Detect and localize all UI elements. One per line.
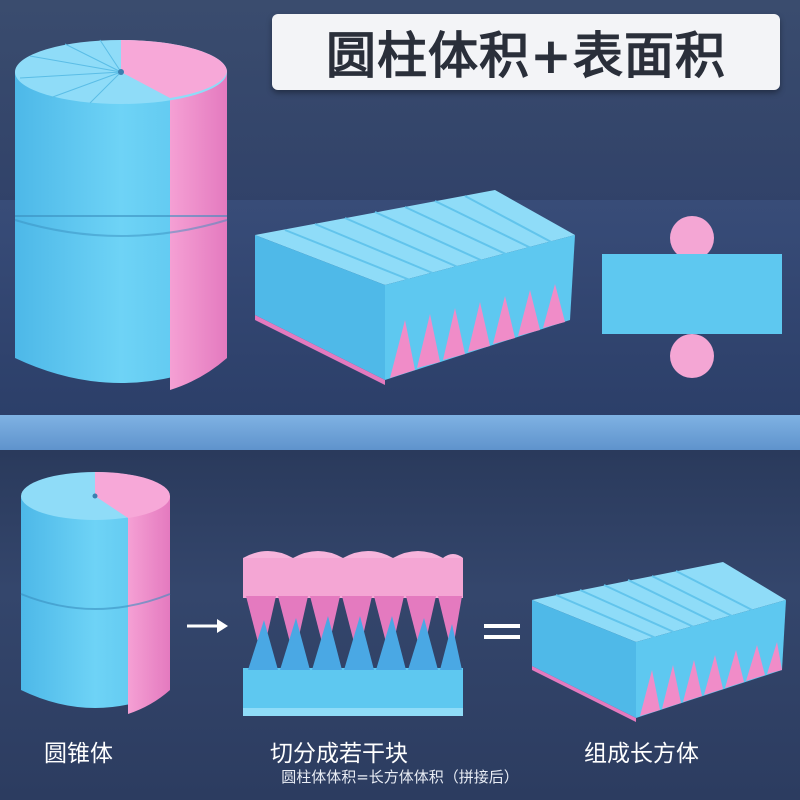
divider-band	[0, 415, 800, 450]
equals-icon	[484, 624, 520, 639]
formula-text: 圆柱体体积=长方体体积（拼接后）	[281, 768, 519, 786]
page-title: 圆柱体积+表面积	[326, 27, 726, 85]
surface-net	[602, 216, 782, 378]
cuboid-top	[255, 190, 575, 385]
split-wedges	[243, 551, 463, 716]
cuboid-bottom	[532, 562, 786, 722]
caption-split: 切分成若干块	[270, 741, 408, 767]
arrow-right-icon	[187, 619, 228, 633]
cylinder-small	[20, 471, 171, 714]
caption-cylinder: 圆锥体	[44, 741, 113, 767]
cylinder-large	[14, 39, 228, 390]
title-banner: 圆柱体积+表面积	[272, 14, 780, 90]
caption-assemble: 组成长方体	[584, 741, 699, 767]
